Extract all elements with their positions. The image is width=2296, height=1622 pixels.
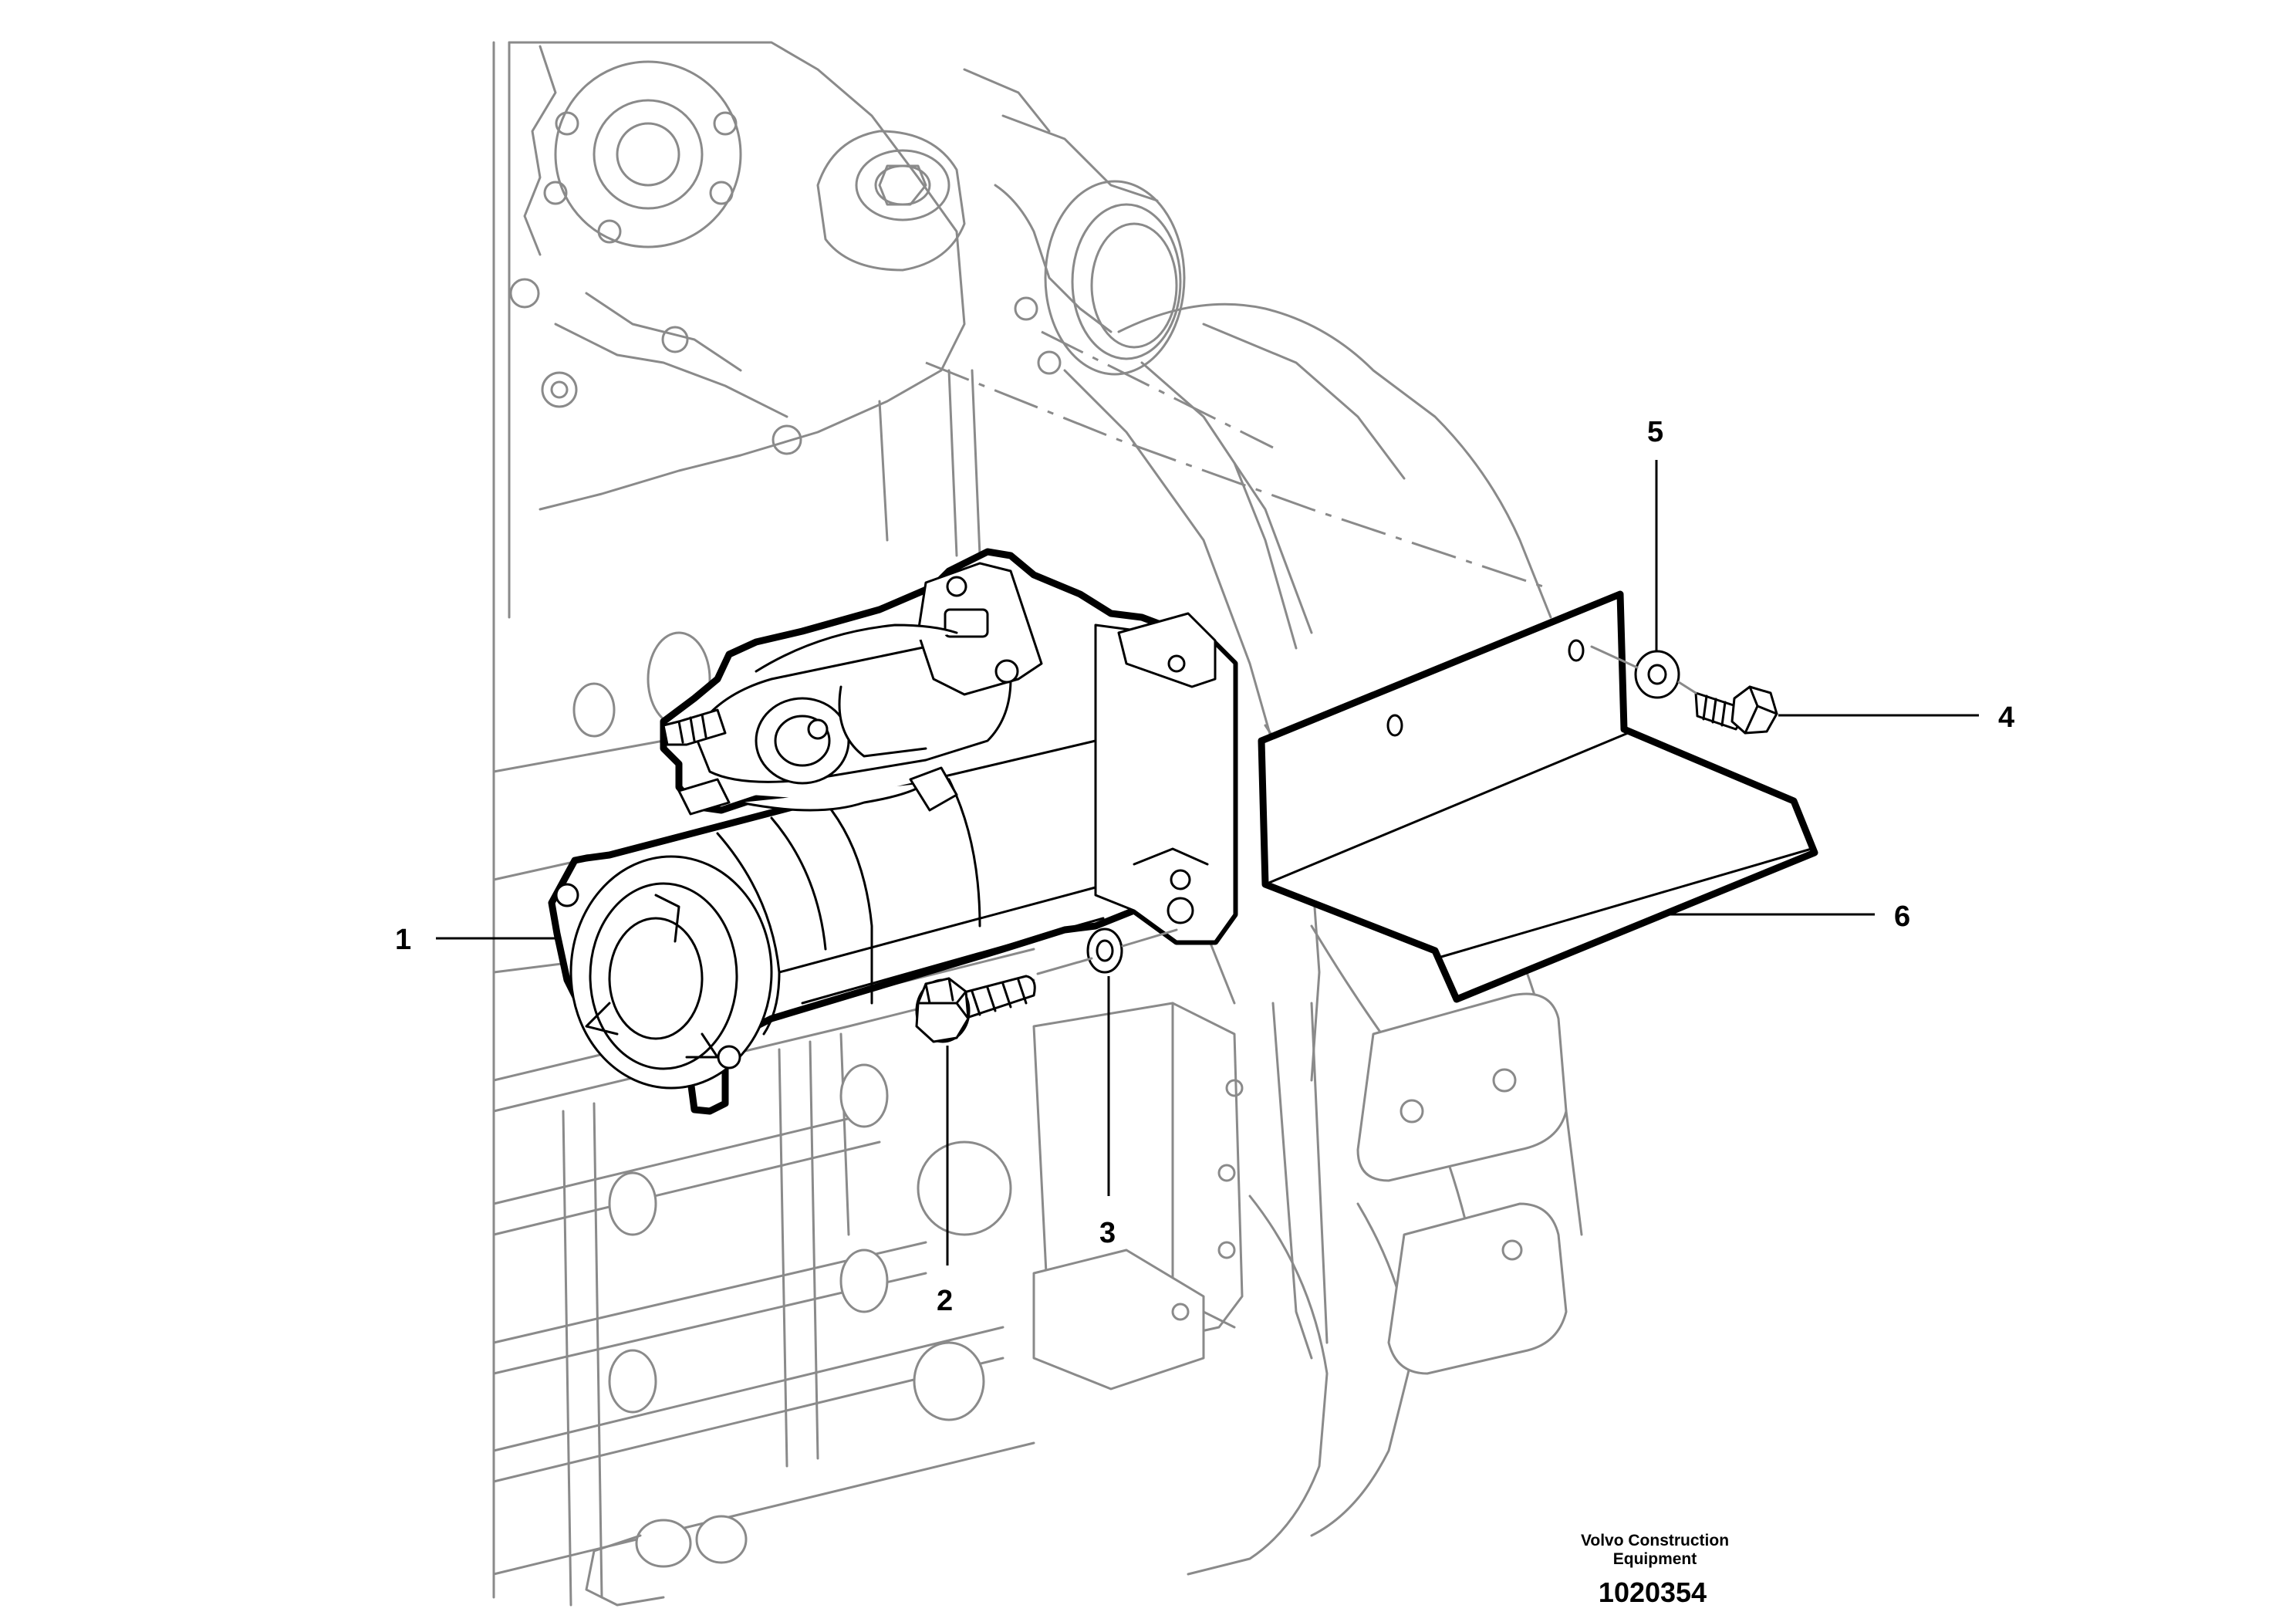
washer-upper <box>1634 650 1680 699</box>
drawing-number: 1020354 <box>1599 1576 1707 1608</box>
callout-3: 3 <box>1099 976 1116 1249</box>
washer <box>1086 928 1123 974</box>
callout-6: 6 <box>1663 901 1910 933</box>
manufacturer-line-2: Equipment <box>1613 1550 1697 1568</box>
callout-6-label: 6 <box>1894 901 1910 933</box>
callout-4: 4 <box>1778 701 2014 734</box>
hex-bolt <box>1694 685 1778 735</box>
callout-3-label: 3 <box>1099 1217 1116 1249</box>
drawing-footer: Volvo Construction Equipment 1020354 <box>1581 1532 1729 1608</box>
callout-5-label: 5 <box>1647 416 1663 448</box>
manufacturer-line-1: Volvo Construction <box>1581 1532 1729 1549</box>
assembly-axis-lines <box>1036 645 1697 975</box>
callout-1-label: 1 <box>395 924 411 956</box>
callout-1: 1 <box>395 924 559 956</box>
callout-4-label: 4 <box>1998 701 2014 734</box>
callout-2-label: 2 <box>937 1285 953 1317</box>
callout-2: 2 <box>937 1046 953 1317</box>
heat-shield-plate <box>1258 590 1818 1003</box>
callout-5: 5 <box>1647 416 1663 650</box>
flange-bolt <box>915 975 1036 1043</box>
starter-motor <box>548 548 1238 1115</box>
